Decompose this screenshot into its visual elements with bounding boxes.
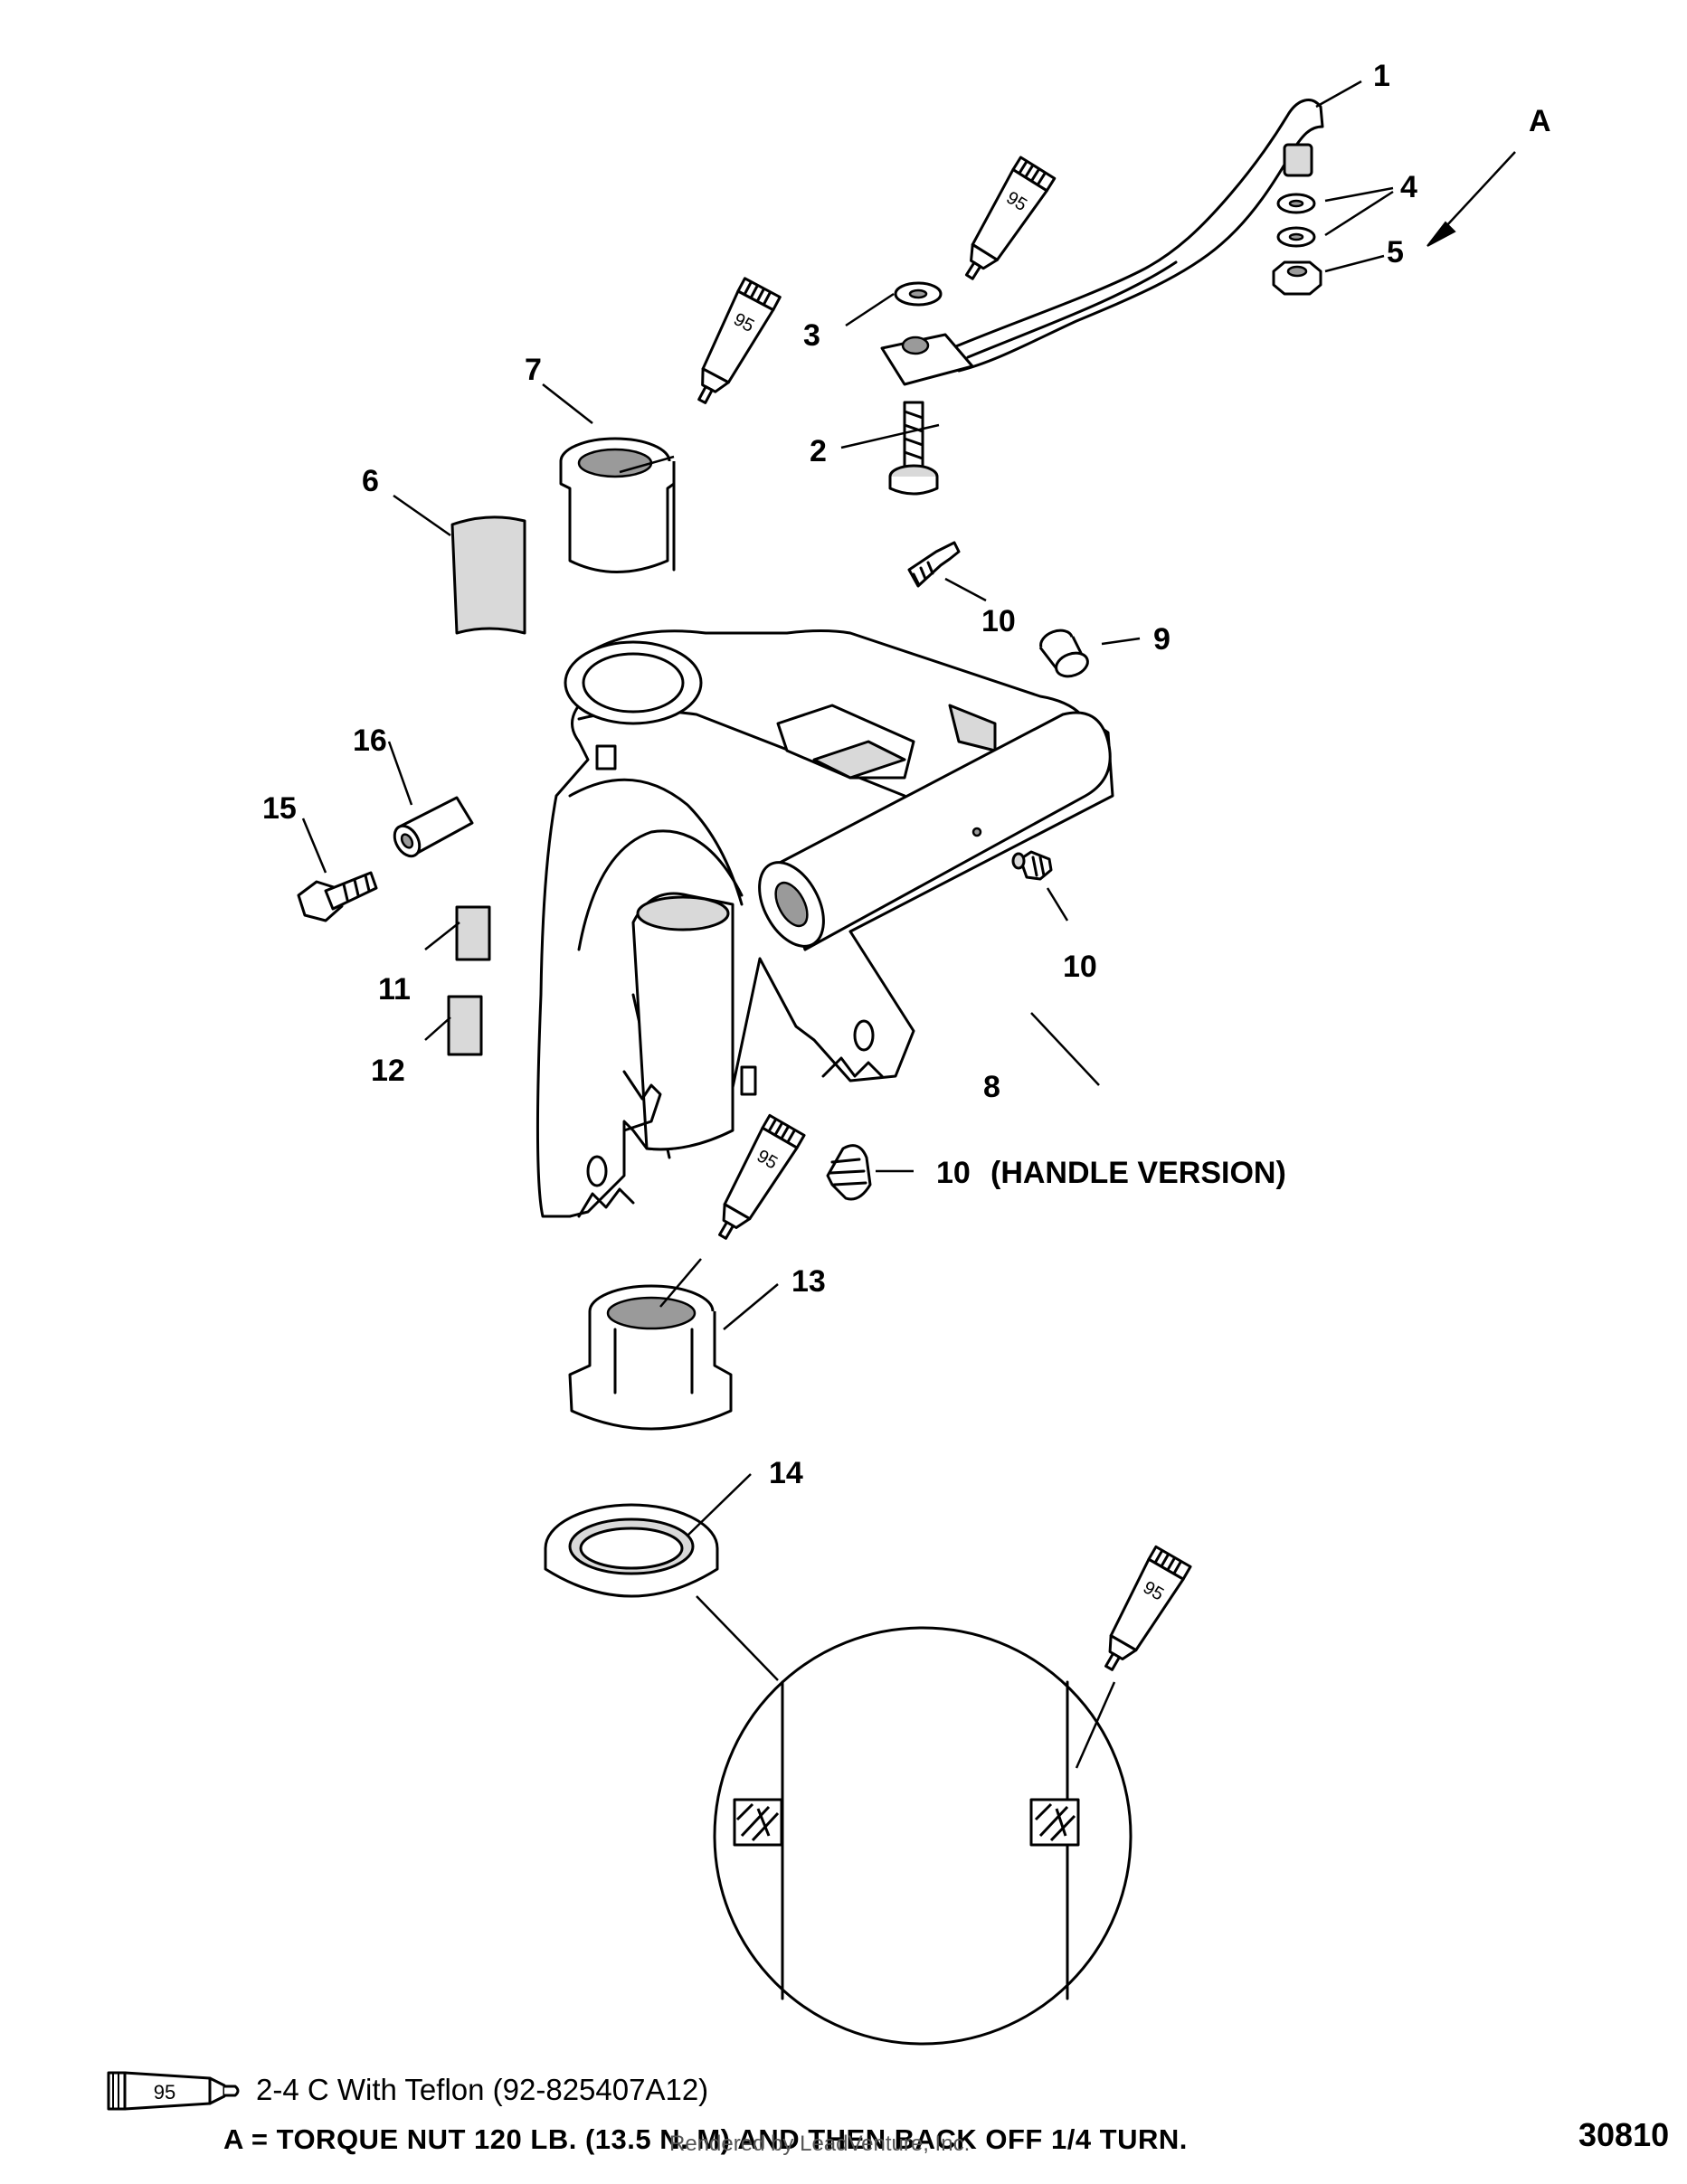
callout-15: 15 bbox=[262, 791, 297, 826]
callout-12: 12 bbox=[371, 1054, 405, 1088]
lower-bushing bbox=[568, 1284, 733, 1431]
grease-fitting-upper bbox=[907, 541, 961, 588]
callout-11: 11 bbox=[378, 972, 411, 1007]
callout-2: 2 bbox=[810, 434, 827, 468]
callout-10-handle: 10 bbox=[936, 1156, 971, 1190]
handle-version-label: (HANDLE VERSION) bbox=[990, 1156, 1286, 1190]
pad-11 bbox=[455, 905, 491, 961]
grease-fitting-right bbox=[1011, 850, 1053, 881]
swivel-bracket bbox=[535, 629, 1114, 1218]
callout-6: 6 bbox=[362, 464, 379, 498]
callout-10-upper: 10 bbox=[981, 604, 1016, 638]
callout-10-right: 10 bbox=[1063, 950, 1097, 984]
spacer bbox=[393, 796, 474, 858]
grease-fitting-handle bbox=[826, 1144, 872, 1201]
callout-7: 7 bbox=[525, 353, 542, 387]
sealant-tube-lower: 95 bbox=[704, 1113, 806, 1248]
pad-12 bbox=[447, 995, 483, 1056]
figure-number: 30810 bbox=[1578, 2116, 1670, 2153]
washer-pair bbox=[1276, 193, 1316, 248]
upper-bushing bbox=[559, 437, 676, 573]
watermark: Rendered by LeadVenture, Inc. bbox=[669, 2132, 971, 2156]
sealant-tube-detail: 95 bbox=[1090, 1545, 1192, 1679]
callout-13: 13 bbox=[791, 1264, 826, 1299]
svg-text:95: 95 bbox=[154, 2081, 175, 2104]
sealant-tube-bushing: 95 bbox=[683, 277, 782, 412]
legend-tube-icon: 95 bbox=[107, 2071, 240, 2111]
callout-4: 4 bbox=[1400, 170, 1417, 204]
pad bbox=[450, 515, 526, 635]
legend-description: 2-4 C With Teflon (92-825407A12) bbox=[256, 2073, 709, 2106]
callout-14: 14 bbox=[769, 1456, 803, 1490]
sealant-tube-upper: 95 bbox=[951, 156, 1057, 289]
callout-3: 3 bbox=[803, 318, 820, 353]
torque-note: A = TORQUE NUT 120 LB. (13.5 N. M) AND T… bbox=[223, 2123, 1188, 2155]
steering-arm bbox=[880, 99, 1324, 386]
seal bbox=[544, 1503, 719, 1598]
callout-16: 16 bbox=[353, 723, 387, 758]
callout-8: 8 bbox=[983, 1070, 1000, 1104]
callout-labels: 1 2 3 4 5 6 7 8 9 10 10 10 (HANDLE VERSI… bbox=[262, 59, 1551, 1490]
lock-nut bbox=[1272, 260, 1322, 296]
bolt bbox=[888, 401, 939, 496]
callout-9: 9 bbox=[1153, 622, 1170, 657]
leader-lines bbox=[301, 80, 1516, 1769]
view-arrow-label: A bbox=[1529, 104, 1551, 138]
callout-1: 1 bbox=[1373, 59, 1390, 93]
callout-5: 5 bbox=[1387, 235, 1404, 269]
small-bushing bbox=[1038, 629, 1089, 678]
screw bbox=[297, 871, 378, 922]
seal-detail-view bbox=[713, 1626, 1133, 2046]
washer bbox=[894, 281, 943, 307]
